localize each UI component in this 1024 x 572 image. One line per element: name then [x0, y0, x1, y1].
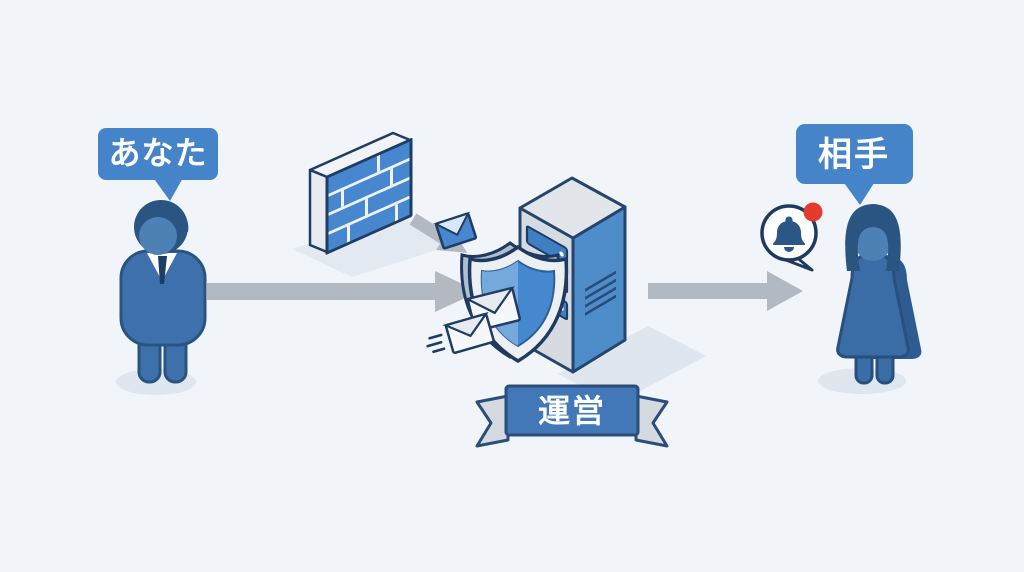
operator-label: 運営 — [538, 392, 606, 430]
envelope-icon-delivered — [426, 311, 495, 355]
server-icon — [518, 176, 627, 374]
server-vents — [585, 270, 616, 316]
sender-label: あなた — [108, 134, 207, 172]
receiver-speech-bubble: 相手 — [796, 124, 913, 205]
firewall-shadow — [292, 216, 458, 277]
flow-arrow-left — [207, 271, 479, 312]
person-female-icon — [836, 204, 922, 385]
speed-lines — [428, 333, 443, 340]
person-male-icon — [119, 200, 207, 384]
firewall-icon — [308, 131, 413, 255]
operator-ribbon-banner: 運営 — [475, 384, 669, 448]
bell-notification-icon — [760, 202, 823, 272]
sender-speech-bubble: あなた — [98, 128, 218, 201]
envelope-icon-incoming — [433, 211, 478, 250]
flow-arrow-right — [648, 271, 803, 311]
receiver-label: 相手 — [818, 135, 890, 175]
notification-badge — [803, 202, 823, 222]
